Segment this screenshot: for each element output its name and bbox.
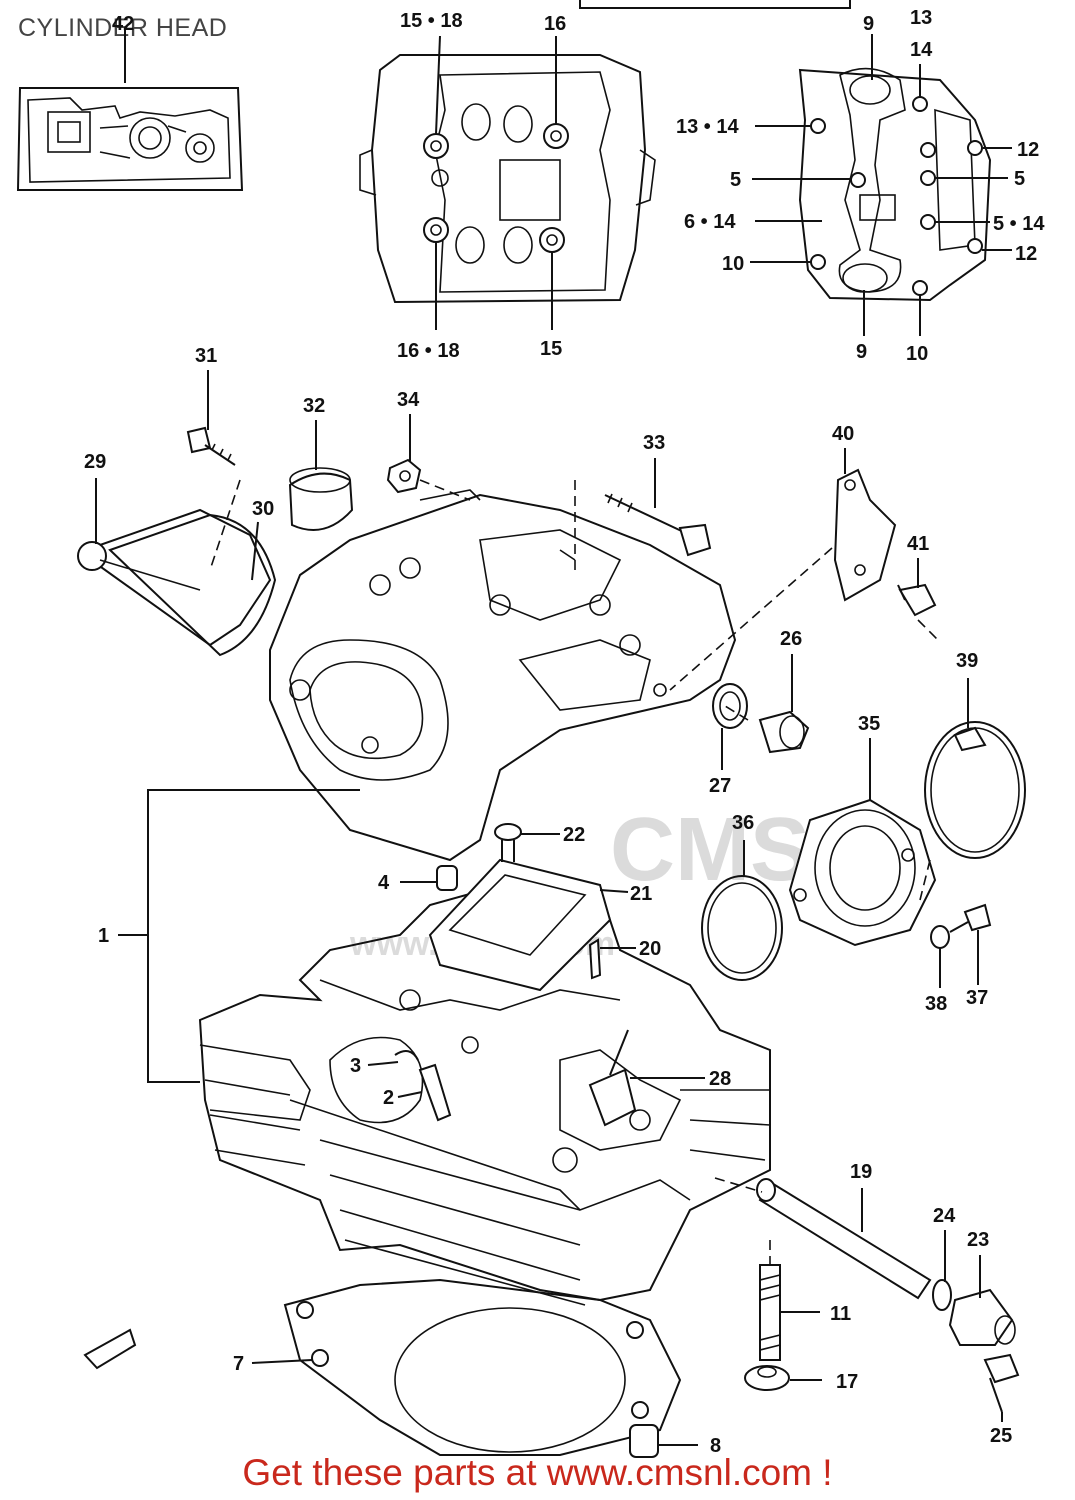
callout-23: 23: [967, 1229, 989, 1251]
frame-stub: [579, 0, 851, 9]
callout-17: 17: [836, 1371, 858, 1393]
bolt-37: [949, 903, 992, 933]
callout-8: 8: [710, 1435, 721, 1457]
washer-38: [930, 925, 950, 949]
bolt-20: [588, 938, 602, 980]
callout-42: 42: [112, 13, 134, 35]
stud-11: [759, 1264, 781, 1361]
callout-12-top: 12: [1017, 139, 1039, 161]
o-ring-24: [932, 1279, 952, 1311]
bolt-31: [186, 426, 236, 466]
callout-40: 40: [832, 423, 854, 445]
footer-link-banner[interactable]: Get these parts at www.cmsnl.com !: [242, 1452, 833, 1493]
callout-15-18: 15 • 18: [400, 10, 463, 32]
callout-39: 39: [956, 650, 978, 672]
intake-pipe-35: [788, 798, 937, 947]
callout-24: 24: [933, 1205, 956, 1227]
spark-plug-28: [588, 1029, 637, 1127]
callout-15: 15: [540, 338, 562, 360]
callout-21: 21: [630, 883, 652, 905]
part-2: [418, 1063, 452, 1122]
callout-29: 29: [84, 451, 106, 473]
leader-lines: [95, 30, 1012, 1446]
callout-labels: 42 15 • 18 16 16 • 18 15 9 13 14 13 • 14…: [84, 7, 1045, 1457]
callout-35: 35: [858, 713, 880, 735]
nut-34: [386, 458, 422, 494]
callout-9-top: 9: [863, 13, 874, 35]
watermark-logo: CMS: [610, 800, 810, 900]
callout-38: 38: [925, 993, 947, 1015]
cap-29: [77, 508, 272, 647]
nut-17: [744, 1365, 790, 1391]
callout-37: 37: [966, 987, 988, 1009]
callout-20: 20: [639, 938, 661, 960]
callout-13-14: 13 • 14: [676, 116, 739, 138]
clamp-39: [924, 721, 1026, 859]
cylinder-head-main: [198, 878, 771, 1306]
callout-13: 13: [910, 7, 932, 29]
screw-22: [494, 823, 522, 862]
callout-10-left: 10: [722, 253, 744, 275]
callout-32: 32: [303, 395, 325, 417]
callout-36: 36: [732, 812, 754, 834]
callout-3: 3: [350, 1055, 361, 1077]
gasket-set-42: [16, 87, 244, 191]
bolt-33: [604, 493, 712, 557]
washer-27: [712, 683, 748, 729]
callout-33: 33: [643, 432, 665, 454]
callout-5-14: 5 • 14: [993, 213, 1045, 235]
callout-16: 16: [544, 13, 566, 35]
callout-5-left: 5: [730, 169, 741, 191]
cylinder-head-top-view: [359, 54, 656, 304]
union-23: [948, 1288, 1016, 1346]
callout-19: 19: [850, 1161, 872, 1183]
callout-34: 34: [397, 389, 420, 411]
breather-cover-21: [428, 858, 612, 992]
callout-5-right: 5: [1014, 168, 1025, 190]
callout-14: 14: [910, 39, 933, 61]
screw-26: [758, 710, 810, 754]
dowel-8: [629, 1424, 659, 1458]
callout-22: 22: [563, 824, 585, 846]
bolt-41: [897, 583, 937, 617]
callout-9-bottom: 9: [856, 341, 867, 363]
cylinder-head-cover: [269, 489, 737, 862]
callout-1: 1: [98, 925, 109, 947]
callout-12-bottom: 12: [1015, 243, 1037, 265]
pipe-19: [756, 1178, 932, 1300]
callout-25: 25: [990, 1425, 1012, 1447]
callout-10-bottom: 10: [906, 343, 928, 365]
cylinder-gasket-7: [283, 1278, 682, 1456]
part-3: [394, 1050, 419, 1061]
callout-26: 26: [780, 628, 802, 650]
bolt-25: [983, 1353, 1020, 1413]
callout-4: 4: [378, 872, 390, 894]
camshaft-holder-view: [798, 67, 992, 302]
gasket-30: [108, 513, 277, 657]
callout-11: 11: [830, 1303, 851, 1325]
callout-7: 7: [233, 1353, 244, 1375]
dowel-4: [436, 865, 458, 891]
callout-2: 2: [383, 1087, 394, 1109]
callout-28: 28: [709, 1068, 731, 1090]
callout-30: 30: [252, 498, 274, 520]
callout-41: 41: [907, 533, 929, 555]
seal-32: [288, 467, 354, 531]
callout-6-14: 6 • 14: [684, 211, 736, 233]
callout-16-18: 16 • 18: [397, 340, 460, 362]
front-arrow-icon: [83, 1328, 137, 1370]
bracket-40: [833, 468, 897, 602]
callout-27: 27: [709, 775, 731, 797]
callout-31: 31: [195, 345, 217, 367]
o-ring-36: [701, 875, 783, 981]
diagram-title: CYLINDER HEAD: [18, 14, 228, 42]
